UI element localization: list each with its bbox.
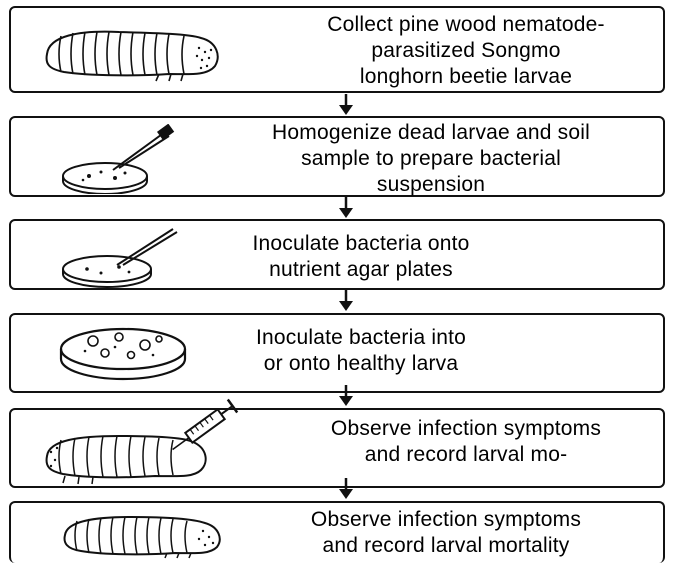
- arrow-down-icon: [336, 197, 356, 219]
- step-2-line-1: Homogenize dead larvae and soil: [201, 120, 661, 146]
- step-box-1: Collect pine wood nematode- parasitized …: [9, 6, 665, 93]
- step-box-4: Inoculate bacteria into or onto healthy …: [9, 313, 665, 393]
- step-text-2: Homogenize dead larvae and soil sample t…: [201, 120, 661, 198]
- petri-dish-pipette-icon: [57, 124, 187, 194]
- arrow-down-icon: [336, 94, 356, 116]
- larva-icon: [39, 24, 224, 82]
- arrow-down-icon: [336, 290, 356, 312]
- step-text-5: Observe infection symptoms and record la…: [266, 416, 666, 468]
- step-6-line-1: Observe infection symptoms: [236, 507, 656, 533]
- step-2-line-2: sample to prepare bacterial: [201, 146, 661, 172]
- step-5-line-1: Observe infection symptoms: [266, 416, 666, 442]
- step-text-1: Collect pine wood nematode- parasitized …: [266, 12, 666, 90]
- petri-dish-pipette-icon: [57, 223, 197, 289]
- arrow-down-icon: [336, 478, 356, 500]
- step-5-line-2: and record larval mo-: [266, 442, 666, 468]
- step-box-5: Observe infection symptoms and record la…: [9, 408, 665, 488]
- step-text-6: Observe infection symptoms and record la…: [236, 507, 656, 559]
- larva-icon: [59, 509, 229, 559]
- step-4-line-1: Inoculate bacteria into: [211, 325, 511, 351]
- petri-dish-colonies-icon: [55, 321, 195, 389]
- step-1-line-2: parasitized Songmo: [266, 38, 666, 64]
- step-text-4: Inoculate bacteria into or onto healthy …: [211, 325, 511, 377]
- arrow-down-icon: [336, 385, 356, 407]
- step-1-line-1: Collect pine wood nematode-: [266, 12, 666, 38]
- larva-syringe-icon: [35, 396, 255, 488]
- step-6-line-2: and record larval mortality: [236, 533, 656, 559]
- step-3-line-2: nutrient agar plates: [211, 257, 511, 283]
- step-4-line-2: or onto healthy larva: [211, 351, 511, 377]
- step-box-3: Inoculate bacteria onto nutrient agar pl…: [9, 219, 665, 290]
- step-box-2: Homogenize dead larvae and soil sample t…: [9, 116, 665, 197]
- step-box-6: Observe infection symptoms and record la…: [9, 501, 665, 563]
- step-1-line-3: longhorn beetie larvae: [266, 64, 666, 90]
- step-text-3: Inoculate bacteria onto nutrient agar pl…: [211, 231, 511, 283]
- step-3-line-1: Inoculate bacteria onto: [211, 231, 511, 257]
- step-2-line-3: suspension: [201, 172, 661, 198]
